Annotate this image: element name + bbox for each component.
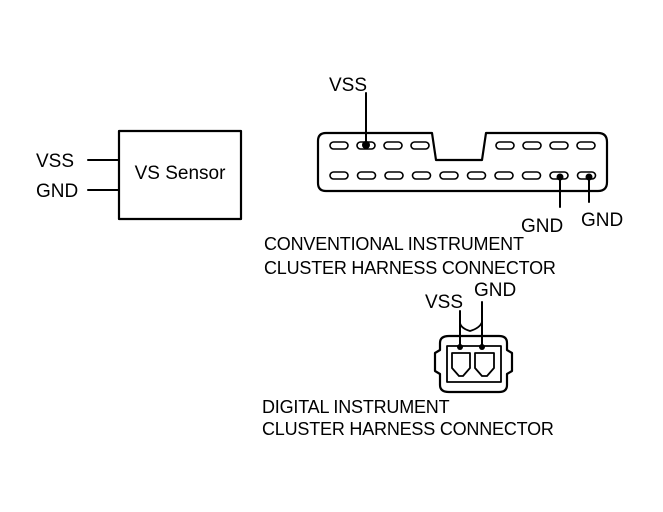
conventional-pin-top-6 [522,141,542,150]
digital-caption-line1: DIGITAL INSTRUMENT [262,397,450,417]
vs-sensor-label: VS Sensor [135,163,226,184]
digital-vss-label: VSS [425,292,463,313]
conventional-gnd-label-2: GND [581,210,623,231]
conventional-pin-top-8 [576,141,596,150]
conventional-pin-bottom-3 [384,171,404,180]
conventional-connector-pins [329,141,597,180]
conventional-pin-bottom-4 [411,171,432,180]
conventional-vss-pin-dot [362,141,370,149]
digital-connector-inner-shell [446,345,502,383]
conventional-pin-top-3 [383,141,403,150]
digital-gnd-label: GND [474,280,516,301]
digital-connector-housing [433,334,514,394]
conventional-pin-top-1 [329,141,349,150]
conventional-pin-bottom-2 [356,171,377,180]
sensor-vss-label: VSS [36,151,74,172]
sensor-gnd-label: GND [36,181,78,202]
vs-sensor-box [117,129,243,221]
conventional-gnd-label-1: GND [521,216,563,237]
digital-pin-gnd [474,352,495,377]
vs-sensor: VS Sensor VSS GND [36,129,243,221]
conventional-pin-bottom-7 [494,171,514,180]
conventional-pin-bottom-1 [329,171,349,180]
digital-pin-vss [451,352,471,377]
conventional-pin-top-4 [410,141,430,150]
digital-vss-pin-dot [457,344,463,350]
digital-gnd-pin-dot [479,344,485,350]
conventional-vss-label: VSS [329,75,367,96]
digital-bracket [459,321,483,332]
conventional-caption-line1: CONVENTIONAL INSTRUMENT [264,234,524,254]
conventional-pin-bottom-5 [439,171,459,180]
digital-caption-line2: CLUSTER HARNESS CONNECTOR [262,419,554,439]
conventional-pin-top-7 [549,141,569,150]
conventional-connector: VSS GND GND CONVENTIONAL INSTRUMENT CLUS… [264,75,623,278]
conventional-pin-bottom-6 [466,171,487,180]
conventional-caption-line2: CLUSTER HARNESS CONNECTOR [264,258,556,278]
conventional-connector-housing [316,131,609,193]
digital-connector: GND VSS DIGITAL INSTRUMENT CLUSTER HARNE… [262,280,554,439]
conventional-pin-top-5 [495,141,515,150]
conventional-pin-bottom-8 [521,171,542,180]
